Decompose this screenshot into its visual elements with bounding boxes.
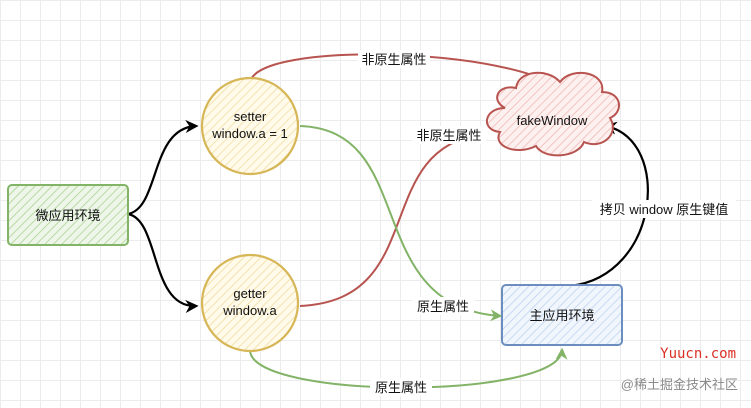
node-fakewindow-cloud: fakeWindow xyxy=(486,71,620,157)
edge-label-bg-bottom xyxy=(370,378,432,396)
edge-label-bg-cross-native xyxy=(412,297,474,315)
node-main-env: 主应用环境 xyxy=(501,284,623,346)
edge-label-top-non-native: 非原生属性 xyxy=(361,52,426,67)
node-setter-line2: window.a = 1 xyxy=(211,126,288,141)
node-micro-env: 微应用环境 xyxy=(7,184,129,246)
edge-label-cross-non-native: 非原生属性 xyxy=(416,128,481,143)
edge-label-bg-cross-non-native xyxy=(412,126,486,144)
edge-label-bg-top xyxy=(358,50,430,68)
node-getter: getter window.a xyxy=(200,253,300,353)
edge-micro-to-setter xyxy=(127,119,199,216)
node-getter-line1: getter xyxy=(233,286,267,301)
edge-label-copy-keys: 拷贝 window 原生键值 xyxy=(600,202,729,217)
node-setter-line1: setter xyxy=(234,109,267,124)
edge-label-cross-native: 原生属性 xyxy=(417,299,469,314)
watermark-community: @稀土掘金技术社区 xyxy=(621,377,738,392)
edge-getter-to-fakewindow xyxy=(299,129,485,307)
node-micro-env-label: 微应用环境 xyxy=(35,208,100,223)
watermark-site: Yuucn.com xyxy=(660,346,736,362)
node-main-env-label: 主应用环境 xyxy=(529,308,594,323)
edge-setter-to-main xyxy=(299,125,503,322)
node-getter-line2: window.a xyxy=(222,303,277,318)
node-fakewindow-label: fakeWindow xyxy=(517,113,588,128)
edge-label-bottom-native: 原生属性 xyxy=(375,380,427,395)
edge-label-bg-copy xyxy=(592,200,736,218)
node-setter: setter window.a = 1 xyxy=(200,76,300,176)
edge-micro-to-getter xyxy=(127,212,199,314)
